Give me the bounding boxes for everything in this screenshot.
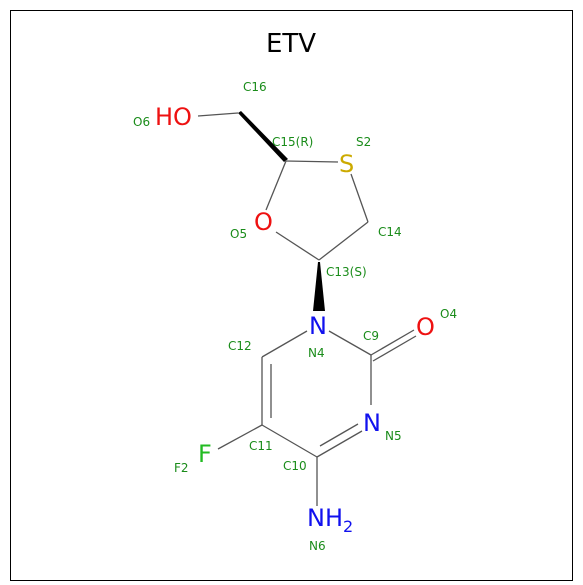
atom-label-s2: S2	[356, 135, 371, 149]
atom-label-c11: C11	[249, 439, 273, 453]
atom-label-c12: C12	[228, 339, 252, 353]
bond-n5-c10-b	[319, 423, 359, 447]
atom-labels: C16 O6 C15(R) S2 O5 C14 C13(S) O4 C9 C12…	[133, 80, 457, 553]
bond-c13-o5	[275, 231, 320, 261]
bond-o5-c15	[265, 160, 287, 211]
wedge-c13-n4	[313, 262, 325, 311]
atom-label-o5: O5	[230, 227, 247, 241]
bond-n5-c10-a	[316, 430, 363, 458]
amine-subscript: 2	[343, 517, 353, 536]
bond-c14-c13	[318, 221, 369, 261]
atom-label-c10: C10	[283, 459, 307, 473]
bond-s2-c14	[350, 173, 369, 223]
atom-label-c15: C15(R)	[272, 135, 313, 149]
atom-label-c13: C13(S)	[326, 265, 367, 279]
ring-oxygen-symbol: O	[254, 208, 273, 236]
amine-nh: NH	[307, 504, 343, 532]
ring-nitrogen-n5-symbol: N	[363, 409, 381, 437]
fluorine-symbol: F	[198, 440, 212, 468]
atom-label-n6: N6	[309, 539, 326, 553]
atom-label-c14: C14	[378, 225, 402, 239]
molecule-frame	[10, 10, 573, 581]
element-symbols: HO S O N O N F NH2	[155, 103, 435, 536]
atom-label-o4: O4	[440, 307, 457, 321]
bond-c9-o4-a	[370, 329, 415, 356]
hydroxyl-symbol: HO	[155, 103, 192, 131]
bond-c12-n4	[261, 330, 308, 358]
carbonyl-oxygen-symbol: O	[416, 313, 435, 341]
atom-label-c16: C16	[243, 80, 267, 94]
bond-c15-s2	[285, 160, 339, 163]
sulfur-symbol: S	[339, 150, 354, 178]
atom-label-n4: N4	[308, 346, 325, 360]
bond-c9-o4-b	[372, 335, 417, 362]
atom-label-c9: C9	[363, 329, 379, 343]
molecule-title: ETV	[266, 29, 316, 59]
ring-nitrogen-n4-symbol: N	[309, 312, 327, 340]
bond-c11-f	[217, 424, 263, 450]
bonds	[197, 111, 417, 506]
bond-c10-c11	[261, 424, 318, 458]
amine-symbol: NH2	[307, 504, 353, 536]
atom-label-f2: F2	[174, 461, 189, 475]
bond-o6-c16	[197, 112, 239, 117]
atom-label-o6: O6	[133, 115, 150, 129]
bond-n4-c9	[328, 330, 372, 356]
wedge-c16-c15	[238, 111, 288, 162]
atom-label-n5: N5	[385, 429, 402, 443]
